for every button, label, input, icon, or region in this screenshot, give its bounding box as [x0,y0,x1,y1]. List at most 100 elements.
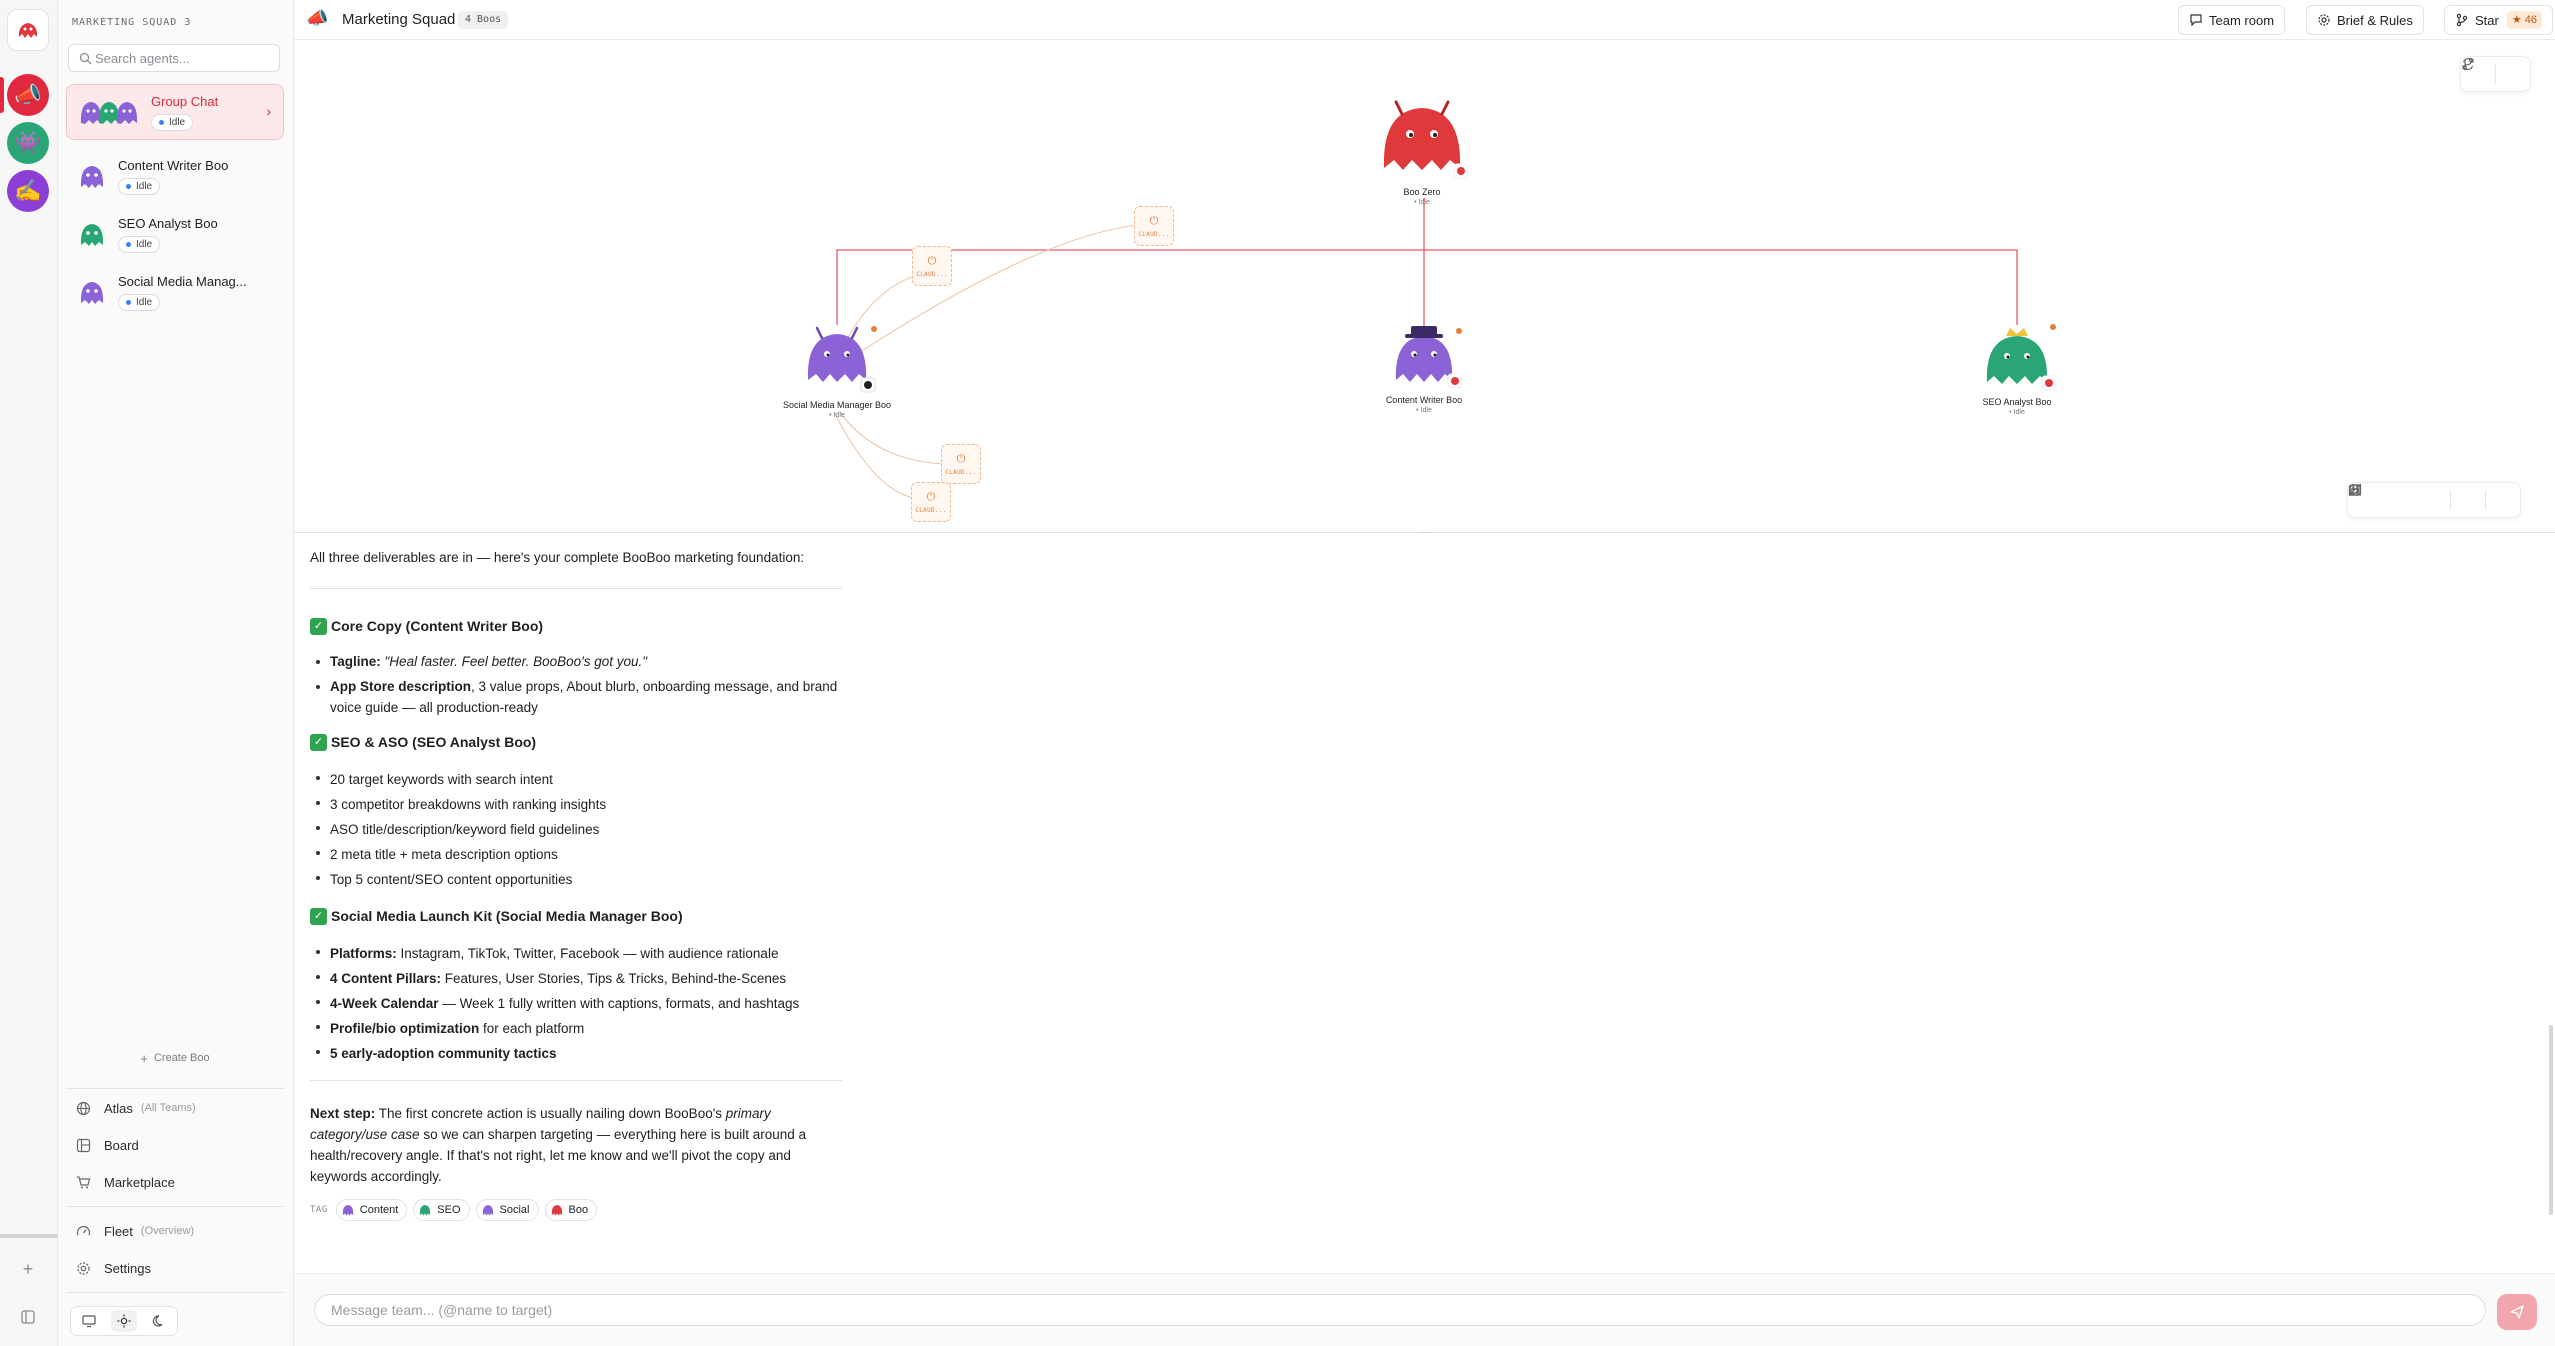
tool-node[interactable]: ⏻CLAUD... [912,246,952,286]
panel-divider[interactable] [294,532,2555,533]
graph-edges [807,100,2057,499]
github-star-button[interactable]: Star ★ 46 [2444,5,2554,35]
map-icon[interactable] [2348,483,2520,517]
agent-item-group-chat[interactable]: Group Chat Idle › [66,84,284,140]
agent-item-social-media-manager[interactable]: Social Media Manag... Idle [66,266,284,318]
node-status: • Idle [2009,409,2025,416]
tag-label: TAG [310,1204,328,1215]
status-badge: Idle [151,113,194,131]
send-button[interactable] [2497,1294,2537,1330]
agent-search[interactable] [68,44,280,72]
nav-marketplace[interactable]: Marketplace [76,1171,175,1193]
send-icon [2510,1305,2524,1319]
node-label-writer[interactable]: Content Writer Boo [1385,395,1463,405]
page-title: Marketing Squad [342,11,456,28]
list-item: Tagline: "Heal faster. Feel better. BooB… [310,651,850,672]
brief-rules-button[interactable]: Brief & Rules [2306,5,2424,35]
tool-node[interactable]: ⏻CLAUD... [1134,206,1174,246]
message-composer[interactable] [314,1294,2486,1326]
lock-icon[interactable] [2350,483,2485,517]
message-input[interactable] [331,1302,2431,1318]
node-label-boo-zero[interactable]: Boo Zero [1403,187,1441,197]
list-item: Top 5 content/SEO content opportunities [310,867,850,892]
node-status: • Idle [1414,199,1430,206]
seo-list: 20 target keywords with search intent 3 … [310,767,850,892]
message-intro: All three deliverables are in — here's y… [310,550,805,565]
list-item: ASO title/description/keyword field guid… [310,817,850,842]
robot-icon: 👾 [14,130,42,155]
nav-fleet[interactable]: Fleet(Overview) [76,1220,194,1242]
nav-board[interactable]: Board [76,1134,139,1156]
canvas-zoom-controls [2347,482,2521,518]
section-heading-seo: ✓SEO & ASO (SEO Analyst Boo) [310,732,850,753]
nav-settings[interactable]: Settings [76,1257,151,1279]
squad-label: MARKETING SQUAD 3 [72,17,192,28]
moon-icon[interactable] [146,1310,172,1332]
tag-social[interactable]: Social [475,1199,539,1221]
tool-node[interactable]: ⏻CLAUD... [941,444,981,484]
nav-atlas[interactable]: Atlas(All Teams) [76,1097,196,1119]
divider [310,588,842,589]
team-marketing-squad[interactable]: 📣 [7,74,49,116]
team-writing[interactable]: ✍️ [7,170,49,212]
avatar [74,274,110,310]
agent-graph-canvas[interactable]: Boo Zero • Idle Social Media Manager Boo… [294,40,2555,532]
node-label-social[interactable]: Social Media Manager Boo [782,400,892,410]
message-scrollbar[interactable] [2549,1025,2553,1215]
edge-zero-to-social [836,249,2018,325]
megaphone-icon: 📣 [306,8,329,28]
status-badge: Idle [118,177,161,195]
chat-icon [2189,13,2203,27]
tag-boo[interactable]: Boo [544,1199,598,1221]
plug-icon: ⏻ [927,254,937,267]
gauge-icon [76,1224,94,1239]
monitor-icon[interactable] [76,1310,102,1332]
purple-boo-icon [80,282,104,304]
message-thread: All three deliverables are in — here's y… [294,533,2555,1273]
tag-seo[interactable]: SEO [413,1199,470,1221]
checkmark-icon: ✓ [310,734,327,751]
divider [310,1080,842,1081]
tag-content[interactable]: Content [335,1199,408,1221]
search-input[interactable] [95,50,265,66]
sun-icon[interactable] [110,1310,137,1332]
node-writer-avatar [1395,326,1463,389]
node-label-seo[interactable]: SEO Analyst Boo [1982,397,2052,407]
megaphone-icon: 📣 [14,82,42,107]
star-count-badge: ★ 46 [2506,11,2543,29]
purple-boo-icon [80,166,104,188]
red-boo-icon [550,1203,564,1217]
add-team-icon[interactable]: + [22,1258,34,1279]
list-item: App Store description, 3 value props, Ab… [310,676,850,718]
agent-name: SEO Analyst Boo [118,215,218,231]
team-dev[interactable]: 👾 [7,122,49,164]
tool-node[interactable]: ⏻CLAUD... [911,482,951,522]
board-icon [76,1138,94,1153]
agent-item-content-writer[interactable]: Content Writer Boo Idle [66,150,284,202]
fit-view-icon[interactable] [2349,483,2450,517]
status-badge: Idle [118,293,161,311]
branch-icon[interactable] [2462,57,2530,91]
section-heading-social: ✓Social Media Launch Kit (Social Media M… [310,906,850,927]
status-badge: Idle [118,235,161,253]
list-item: 4 Content Pillars: Features, User Storie… [310,966,850,991]
node-boo-zero-avatar [1383,100,1469,179]
zoom-in-icon[interactable] [2349,483,2416,517]
rail-divider [0,1234,58,1238]
app-logo[interactable] [7,9,49,51]
list-item: Platforms: Instagram, TikTok, Twitter, F… [310,941,850,966]
agent-item-seo-analyst[interactable]: SEO Analyst Boo Idle [66,208,284,260]
node-seo-avatar [1986,324,2057,391]
edge-tool-3 [839,411,945,465]
canvas-top-controls [2460,56,2531,92]
create-boo-button[interactable]: +Create Boo [140,1050,210,1066]
cart-icon [76,1175,94,1190]
plug-icon: ⏻ [1149,214,1159,227]
team-room-button[interactable]: Team room [2178,5,2286,35]
plus-icon: + [140,1050,148,1066]
collapse-sidebar-icon[interactable] [17,1306,39,1328]
section-heading-core-copy: ✓Core Copy (Content Writer Boo) [310,616,850,637]
gear-icon [76,1261,94,1276]
team-rail: 📣 👾 ✍️ + [0,0,58,1346]
plug-icon: ⏻ [926,490,936,503]
